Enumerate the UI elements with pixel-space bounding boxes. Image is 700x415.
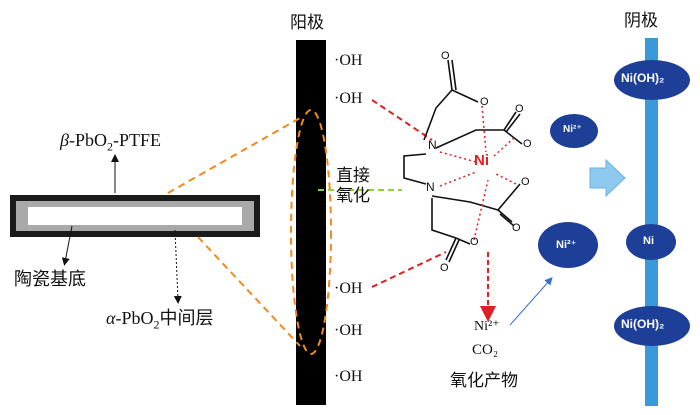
substrate-label: 陶瓷基底 [14, 269, 86, 290]
ni-ion-ellipse [538, 222, 598, 268]
zoom-line-bottom [197, 236, 301, 347]
electrode-cross-section [10, 195, 260, 237]
ni-ion-label: Ni²⁺ [563, 124, 582, 135]
nitrogen-atom: N [426, 180, 435, 194]
oh-attack-line-top [371, 99, 433, 141]
inner-layer-label: α-PbO2中间层 [106, 308, 214, 332]
oxygen-atom: O [441, 50, 450, 62]
cathode-title: 阴极 [624, 11, 658, 31]
deposit-ellipse [614, 60, 690, 100]
product-co2: CO₂ [472, 342, 499, 358]
oh-radical: ·OH [334, 90, 363, 107]
zoom-line-top [167, 117, 301, 194]
transfer-arrow [589, 158, 626, 198]
ion-arrow [509, 277, 553, 326]
deposit-label: Ni [643, 235, 654, 247]
substrate-label-arrow [61, 225, 73, 266]
oxygen-atom: O [480, 96, 489, 108]
ni-ion-label: Ni²⁺ [556, 239, 577, 251]
oh-radical: ·OH [334, 52, 363, 69]
oh-radical: ·OH [334, 280, 363, 297]
product-label: 氧化产物 [450, 371, 518, 391]
anode-bar [296, 40, 326, 405]
inner-label-arrow [173, 229, 182, 304]
deposit-label: Ni(OH)₂ [621, 317, 665, 331]
complex-bonds [403, 59, 523, 263]
zoom-ellipse [290, 109, 332, 355]
ceramic-substrate [28, 207, 242, 225]
deposit-ellipse [614, 306, 690, 346]
oh-attack-line-bottom [371, 251, 447, 288]
deposit-label: Ni(OH)₂ [621, 71, 665, 85]
oxygen-atom: O [521, 176, 530, 188]
anode-title: 阳极 [290, 13, 324, 33]
outer-layer-label: β-PbO2-PTFE [60, 130, 161, 154]
oxygen-atom: O [440, 262, 449, 274]
central-ni-atom: Ni [474, 152, 489, 169]
ni-ion-ellipse [550, 114, 598, 148]
oxygen-atom: O [515, 103, 524, 115]
oxygen-atom: O [523, 138, 532, 150]
oxygen-atom: O [470, 236, 479, 248]
oh-radical: ·OH [334, 322, 363, 339]
coordination-bonds [439, 105, 517, 241]
direct-oxidation-label: 直接 氧化 [336, 166, 370, 206]
nitrogen-atom: N [428, 138, 437, 152]
oh-radical: ·OH [334, 368, 363, 385]
product-ni-ion: Ni²⁺ [474, 319, 500, 334]
oxygen-atom: O [512, 222, 521, 234]
deposit-ellipse [626, 224, 676, 260]
